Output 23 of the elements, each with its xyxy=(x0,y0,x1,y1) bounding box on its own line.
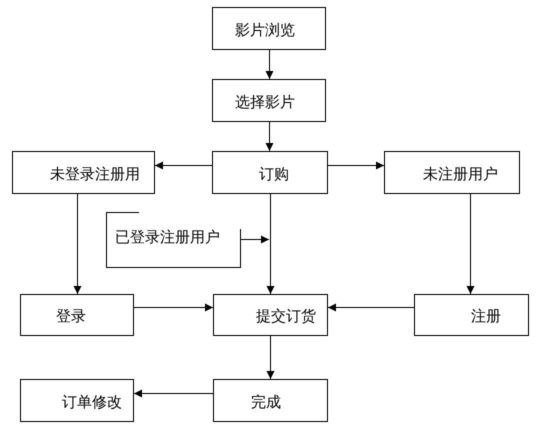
arrow xyxy=(134,304,214,312)
arrow xyxy=(266,122,274,152)
process-box: 注册 xyxy=(414,294,529,336)
process-box: 影片浏览 xyxy=(212,7,326,50)
process-box: 登录 xyxy=(20,294,134,336)
arrow xyxy=(74,194,82,294)
arrow xyxy=(134,390,214,398)
process-box: 订单修改 xyxy=(20,379,134,422)
arrow xyxy=(466,194,474,294)
arrow xyxy=(266,194,274,294)
arrow xyxy=(266,336,274,380)
process-box: 选择影片 xyxy=(212,79,326,122)
arrow xyxy=(154,162,212,170)
arrow xyxy=(328,304,414,312)
process-box: 未注册用户 xyxy=(384,151,520,194)
arrow xyxy=(266,50,274,80)
process-box: 订购 xyxy=(212,151,328,194)
arrow xyxy=(240,236,270,244)
process-box: 完成 xyxy=(213,379,328,422)
bracket-label: 已登录注册用户 xyxy=(115,229,220,246)
process-box: 提交订货 xyxy=(213,294,328,336)
arrow xyxy=(328,162,384,170)
process-box: 未登录注册用 xyxy=(12,151,155,194)
